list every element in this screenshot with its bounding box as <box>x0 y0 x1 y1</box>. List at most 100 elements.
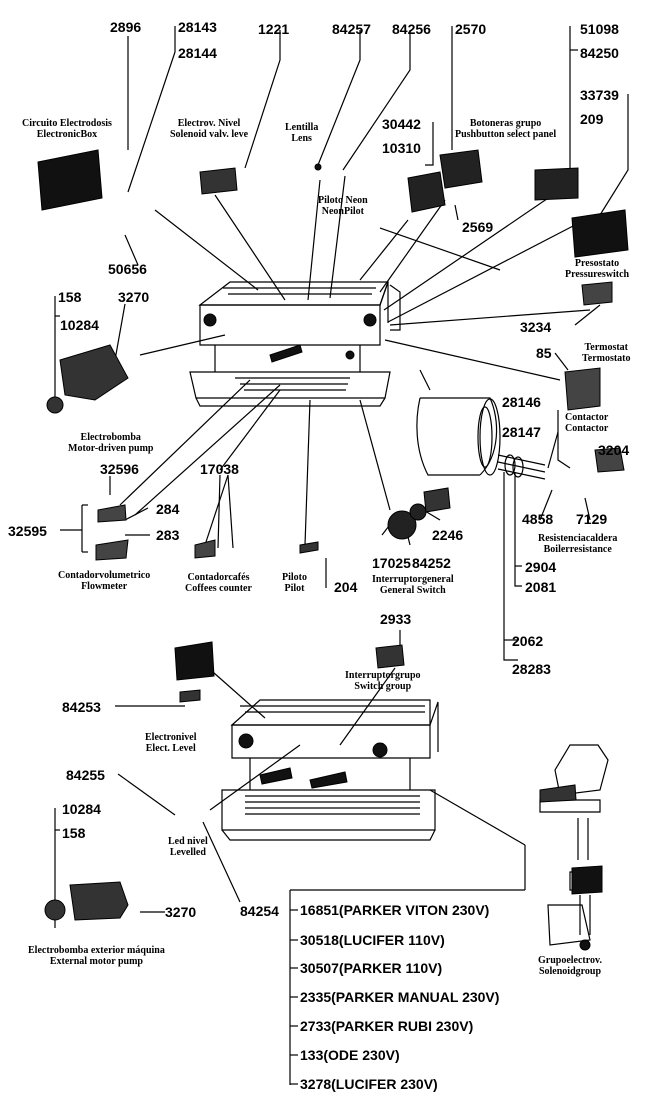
part-number: 84257 <box>332 21 371 37</box>
part-number: 2081 <box>525 579 557 595</box>
leader-28146 <box>557 410 571 469</box>
leader-2904-bracket <box>514 472 522 587</box>
switch-group-shape <box>375 644 405 669</box>
leader-84257 <box>317 30 361 166</box>
part-number: 28146 <box>502 394 541 410</box>
valve-list-item: 30518(LUCIFER 110V) <box>300 932 445 948</box>
part-number: 30442 <box>382 116 421 132</box>
part-number: 84250 <box>580 45 619 61</box>
leader-2569 <box>454 204 459 221</box>
part-number: 284 <box>156 501 180 517</box>
solenoid-valve-shape <box>199 167 238 195</box>
valve-list-item: 2733(PARKER RUBI 230V) <box>300 1018 474 1034</box>
part-number: 2933 <box>380 611 412 627</box>
part-number: 50656 <box>108 261 147 277</box>
part-number: 2062 <box>512 633 544 649</box>
pilot-shape <box>299 541 319 554</box>
valve-list-item: 16851(PARKER VITON 230V) <box>300 902 490 918</box>
part-number: 28144 <box>178 45 217 61</box>
part-number: 158 <box>62 825 86 841</box>
pushbutton-module-shape <box>534 167 579 201</box>
part-number: 283 <box>156 527 180 543</box>
part-number: 28147 <box>502 424 541 440</box>
part-number: 1221 <box>258 21 290 37</box>
part-number: 85 <box>536 345 552 361</box>
valve-list-item: 133(ODE 230V) <box>300 1047 400 1063</box>
lens-shape <box>314 163 322 171</box>
top-machine-outline <box>189 281 401 407</box>
part-number: 10284 <box>62 801 101 817</box>
leader-28147 <box>547 431 559 469</box>
leader-3270a <box>114 303 126 361</box>
pressureswitch-shape <box>571 209 629 258</box>
part-number: 2904 <box>525 559 557 575</box>
valve-list-item: 3278(LUCIFER 230V) <box>300 1076 438 1092</box>
leader-4858 <box>539 489 553 521</box>
leader-84255 <box>117 773 176 816</box>
part-number: 204 <box>334 579 358 595</box>
general-switch-knob-shape <box>387 510 417 540</box>
part-number: 17025 <box>372 555 411 571</box>
contactor-shape <box>564 367 601 411</box>
pushbutton-panel-shape <box>439 149 483 189</box>
part-number: 2569 <box>462 219 494 235</box>
solenoid-group-drawing <box>539 744 609 946</box>
electronic-box-shape <box>37 149 103 211</box>
leader-84254 <box>202 821 241 903</box>
leader-85 <box>554 352 569 371</box>
caption-solenoid-group: Grupoelectrov.Solenoidgroup <box>538 955 602 977</box>
part-number: 3270 <box>165 904 197 920</box>
leader-50656 <box>124 234 139 266</box>
valve-list-item: 30507(PARKER 110V) <box>300 960 443 976</box>
part-number: 84253 <box>62 699 101 715</box>
part-number: 10310 <box>382 140 421 156</box>
part-number: 84256 <box>392 21 431 37</box>
part-number: 84252 <box>412 555 451 571</box>
leader-3234 <box>574 304 601 326</box>
leader-17038 <box>217 474 221 549</box>
part-number: 28143 <box>178 19 217 35</box>
part-number: 84254 <box>240 903 279 919</box>
part-number: 2246 <box>432 527 464 543</box>
bottom-machine-outline <box>221 699 439 841</box>
part-number: 7129 <box>576 511 608 527</box>
leader-1221 <box>244 30 281 169</box>
leader-209 <box>599 120 629 216</box>
part-number: 4858 <box>522 511 554 527</box>
flowmeter-shape <box>97 504 127 523</box>
thermostat-shape <box>581 281 613 306</box>
coffees-counter-shape <box>194 539 216 559</box>
elect-level-box-shape <box>174 641 215 681</box>
general-switch-shape <box>423 487 451 513</box>
boiler-assembly <box>416 397 546 480</box>
part-number: 158 <box>58 289 82 305</box>
part-number: 32596 <box>100 461 139 477</box>
leader-28143 <box>127 26 176 193</box>
part-number: 32595 <box>8 523 47 539</box>
part-number: 51098 <box>580 21 619 37</box>
part-number: 3234 <box>520 319 552 335</box>
part-number: 28283 <box>512 661 551 677</box>
part-number: 3204 <box>598 442 630 458</box>
part-number: 84255 <box>66 767 105 783</box>
pump-shape <box>59 344 129 401</box>
external-pump-shape <box>69 881 129 921</box>
valve-list-item: 2335(PARKER MANUAL 230V) <box>300 989 500 1005</box>
